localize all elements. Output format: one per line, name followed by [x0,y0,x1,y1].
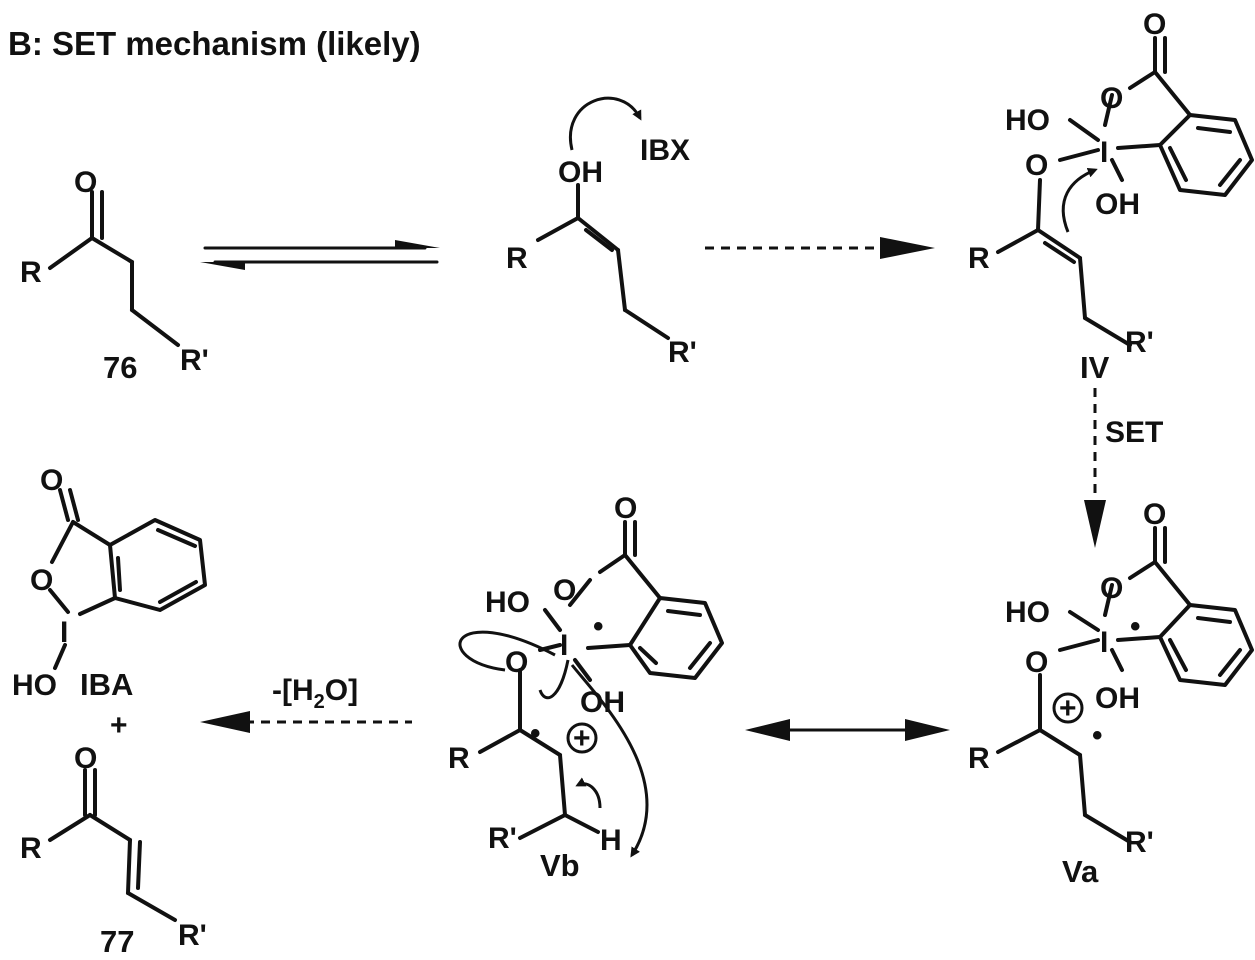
set-arrow: SET [1084,388,1163,548]
enol-r-prime: R' [668,336,697,369]
dashed-arrow-to-iv [705,237,935,259]
compound-label-iba: IBA [80,667,133,702]
ketone-76: O R R' 76 [20,166,209,385]
iba-iodine: I [60,616,68,649]
enone-r-prime: R' [178,919,207,952]
r-group: R [20,256,42,289]
iba-ho: HO [12,669,57,702]
vb-enol-o: O [505,646,528,679]
vb-o-carbonyl: O [614,492,637,525]
compound-label-77: 77 [100,924,134,959]
intermediate-vb: O O HO I • OH O • + R R' H Vb [448,492,724,883]
vb-o-ester: O [553,574,576,607]
vb-hydrogen: H [600,824,622,857]
resonance-arrow [745,719,950,741]
iba-product: O O I HO IBA + [12,464,207,742]
va-o-ester: O [1100,572,1123,605]
compound-label-vb: Vb [540,848,580,883]
compound-label-76: 76 [103,350,137,385]
enol-intermediate: OH R R' IBX [506,96,697,369]
enone-o: O [74,742,97,775]
va-iodine: I [1100,626,1108,659]
va-iodine-radical: • [1130,610,1141,643]
enol-r: R [506,242,528,275]
water-loss-label: -[H2O] [272,674,358,713]
va-enol-o: O [1025,646,1048,679]
iv-o-ester: O [1100,82,1123,115]
iv-iodine: I [1100,136,1108,169]
iv-oh: OH [1095,188,1140,221]
iba-o-ester: O [30,564,53,597]
iv-r-prime: R' [1125,326,1154,359]
vb-r: R [448,742,470,775]
vb-cation-charge: + [573,722,591,755]
va-oh: OH [1095,682,1140,715]
r-prime-group: R' [180,344,209,377]
enone-77: O R R' 77 [20,742,207,959]
enone-r: R [20,832,42,865]
intermediate-iv: O O HO I OH O R R' IV [968,8,1254,385]
set-label: SET [1105,416,1163,449]
va-ho: HO [1005,596,1050,629]
vb-iodine-radical: • [593,610,604,643]
carbonyl-o: O [74,166,97,199]
vb-iodine: I [560,629,568,662]
va-r-prime: R' [1125,826,1154,859]
vb-r-prime: R' [488,822,517,855]
enol-oh: OH [558,156,603,189]
iv-o-carbonyl: O [1143,8,1166,41]
iba-o-carbonyl: O [40,464,63,497]
va-cation-charge: + [1059,692,1077,725]
va-carbon-radical: • [1092,719,1103,752]
plus-sign: + [110,709,128,742]
iv-r: R [968,242,990,275]
equilibrium-arrow [200,240,440,270]
water-loss-arrow: -[H2O] [200,674,412,733]
compound-label-va: Va [1062,854,1099,889]
va-r: R [968,742,990,775]
intermediate-va: O O HO I • OH O + • R R' Va [968,498,1254,889]
compound-label-iv: IV [1080,350,1110,385]
scheme-title: B: SET mechanism (likely) [8,25,421,62]
ibx-reagent: IBX [640,134,690,167]
va-o-carbonyl: O [1143,498,1166,531]
vb-carbon-radical: • [530,717,541,750]
iv-ho: HO [1005,104,1050,137]
vb-ho: HO [485,586,530,619]
iv-enol-o: O [1025,149,1048,182]
